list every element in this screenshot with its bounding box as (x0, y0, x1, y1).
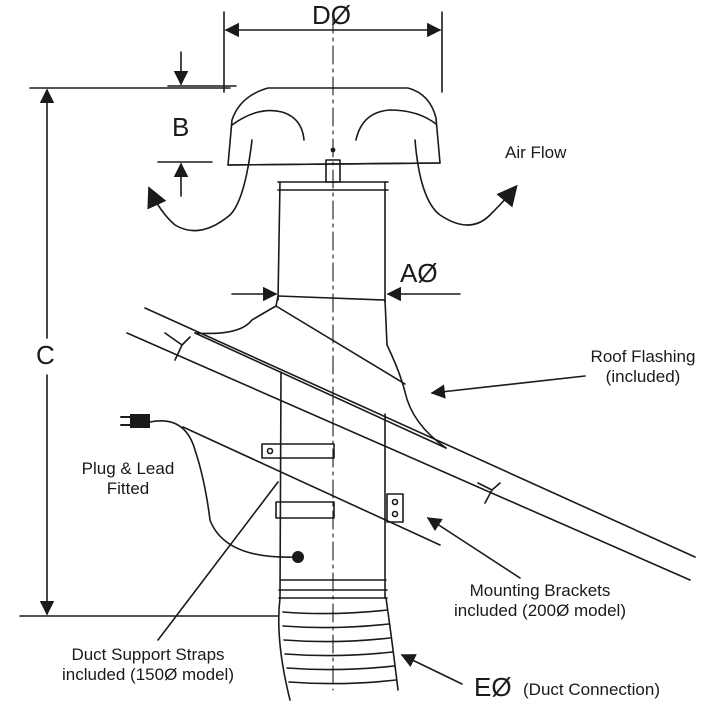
plug-lead-line-1: Plug & Lead (81, 459, 175, 478)
air-flow-label: Air Flow (505, 143, 567, 162)
dimension-e-label: EØ (474, 672, 512, 702)
dimension-d (223, 11, 443, 93)
duct-connection-label: (Duct Connection) (523, 680, 661, 699)
vent-cap (227, 87, 441, 183)
plug-lead-line-2: Fitted (106, 479, 150, 499)
dimension-d-label: DØ (312, 0, 351, 30)
roof-section (126, 307, 696, 581)
dimension-b-label: B (172, 112, 190, 142)
mounting-brackets-line-2: included (200Ø model) (454, 601, 626, 621)
roof-flashing-label: Roof Flashing (included) (568, 347, 718, 388)
mounting-brackets-label: Mounting Brackets included (200Ø model) (430, 581, 650, 622)
dimension-a-label: AØ (400, 258, 438, 288)
mounting-brackets (261, 443, 404, 523)
roof-flashing-line-1: Roof Flashing (590, 347, 696, 366)
dimension-c (19, 87, 279, 617)
dimension-b (157, 51, 237, 197)
duct-support-straps-line-1: Duct Support Straps (71, 645, 225, 664)
leader-lines (157, 375, 586, 685)
flexible-duct (277, 597, 399, 701)
duct-support-straps-label: Duct Support Straps included (150Ø model… (38, 645, 258, 686)
dimension-c-label: C (36, 340, 55, 370)
plug-lead-label: Plug & Lead Fitted (58, 459, 198, 500)
roof-flashing (194, 295, 447, 449)
air-flow-arrows (147, 139, 518, 232)
roof-flashing-line-2: (included) (605, 367, 681, 387)
mounting-brackets-line-1: Mounting Brackets (469, 581, 611, 600)
duct-support-straps-line-2: included (150Ø model) (62, 665, 234, 685)
plug-and-lead (120, 414, 304, 563)
